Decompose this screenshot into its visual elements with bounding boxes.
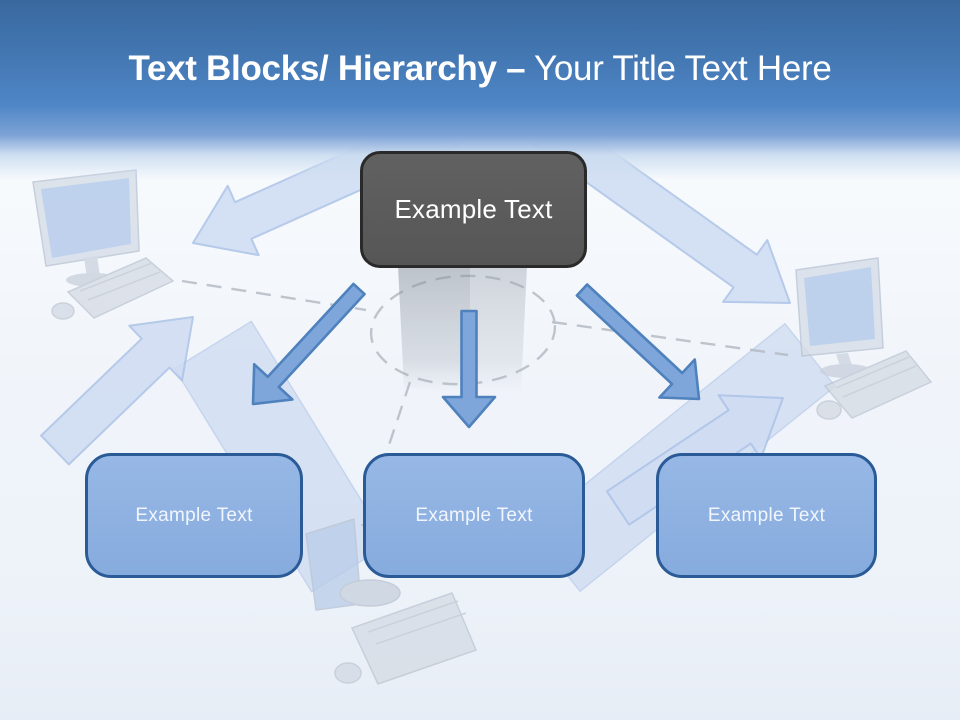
connector-arrow-left [251,282,366,406]
mouse-left [51,302,75,320]
child-node-3-label: Example Text [707,504,826,526]
connector-arrow-middle [441,309,497,429]
mouse-right [816,400,842,420]
keyboard-bottom [350,592,478,685]
background-workstation-right [795,257,933,420]
child-node-1-label: Example Text [135,504,253,526]
background-workstation-left [32,169,175,320]
keyboard-right [823,350,933,419]
keyboard-right-keys [835,356,917,398]
child-node-2-label: Example Text [415,504,533,526]
root-node-label: Example Text [394,194,553,224]
mouse-bottom [334,662,362,684]
dashed-line-right [551,320,789,357]
keyboard-bottom-keys [367,600,467,645]
dashed-hub-circle [369,274,557,386]
root-node[interactable]: Example Text [360,151,587,268]
background-workstation-bottom [305,518,478,685]
keyboard-left-keys [79,262,161,301]
monitor-bottom-base [339,579,401,607]
connector-arrow-right [575,283,701,401]
monitor-left-stand [84,256,100,278]
monitor-left-screen [41,178,131,258]
child-node-3[interactable]: Example Text [656,453,877,578]
background-server-tower [398,266,527,394]
monitor-right-screen [804,267,875,346]
child-node-2[interactable]: Example Text [363,453,585,578]
child-node-1[interactable]: Example Text [85,453,303,578]
faded-arrow-from-bottom-left [40,316,194,466]
server-tower-left-face [398,266,470,394]
server-tower-right-face [470,266,527,394]
